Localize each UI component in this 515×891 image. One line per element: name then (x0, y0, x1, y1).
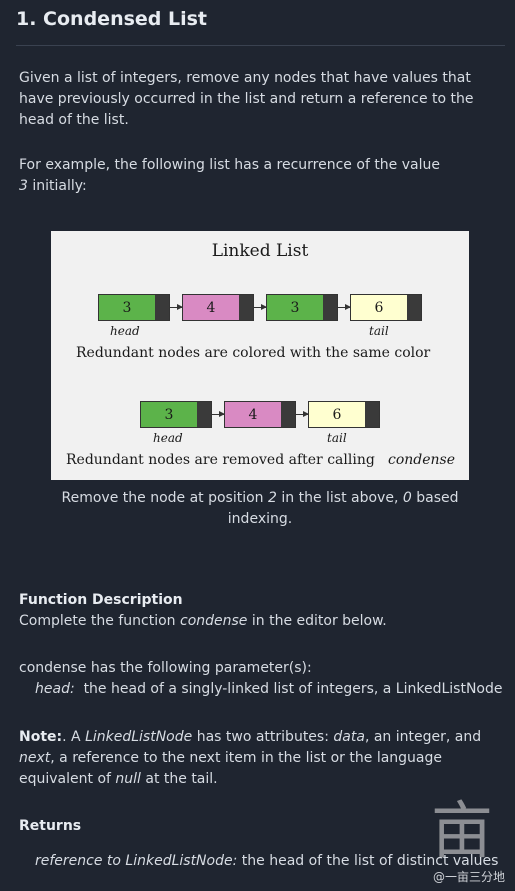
caption-prefix: Remove the node at position (61, 490, 268, 506)
param-name: head: (35, 681, 75, 697)
intro-paragraph: Given a list of integers, remove any nod… (19, 70, 474, 128)
list1-node-2-value: 4 (183, 295, 239, 320)
node-pointer (155, 295, 169, 320)
node-pointer (407, 295, 421, 320)
returns-heading: Returns (19, 818, 82, 834)
list1-node-4: 6 (350, 294, 422, 321)
returns-heading-block: Returns (19, 816, 505, 837)
watermark-logo: 亩 (430, 794, 493, 867)
figure-title: Linked List (211, 241, 309, 261)
example-paragraph: For example, the following list has a re… (19, 155, 505, 197)
note-text: has two attributes: (192, 729, 334, 745)
node-pointer (197, 402, 211, 427)
arrow (295, 411, 309, 417)
parameters-section: condense has the following parameter(s):… (19, 658, 505, 700)
note-label: Note: (19, 729, 63, 745)
watermark-text: @一亩三分地 (432, 870, 505, 884)
title-divider (16, 45, 505, 46)
note-data: data (333, 729, 365, 745)
node-pointer (281, 402, 295, 427)
example-suffix: initially: (27, 178, 87, 194)
note-section: Note:. A LinkedListNode has two attribut… (19, 727, 505, 790)
caption-position: 2 (268, 490, 277, 506)
example-value: 3 (19, 178, 28, 194)
note-text: , a reference to the next item in the li… (19, 750, 442, 787)
example-prefix: For example, the following list has a re… (19, 157, 440, 173)
caption-middle: in the list above, (276, 490, 403, 506)
linked-list-figure: Linked List 3 4 3 6 head tail Redundant … (51, 231, 469, 480)
node-pointer (365, 402, 379, 427)
list1-node-3: 3 (266, 294, 338, 321)
function-description-heading: Function Description (19, 592, 183, 608)
caption-suffix: based indexing. (227, 490, 459, 527)
list1-node-1: 3 (98, 294, 170, 321)
caption-base: 0 (402, 490, 412, 506)
list2-node-3-value: 6 (309, 402, 365, 427)
list2-tail-label: tail (327, 431, 347, 445)
list1-tail-label: tail (369, 324, 389, 338)
function-description-section: Function Description Complete the functi… (19, 590, 505, 632)
note-null: null (115, 771, 141, 787)
list1-node-1-value: 3 (99, 295, 155, 320)
arrow (169, 304, 183, 310)
note-text: , an integer, and (364, 729, 482, 745)
note-next: next (19, 750, 51, 766)
list1-node-3-value: 3 (267, 295, 323, 320)
list1-node-2: 4 (182, 294, 254, 321)
list2-node-3: 6 (308, 401, 380, 428)
arrow (253, 304, 267, 310)
returns-section: reference to LinkedListNode: the head of… (19, 851, 505, 872)
list2-node-1: 3 (140, 401, 212, 428)
fd-fn-name: condense (180, 613, 248, 629)
fd-prefix: Complete the function (19, 613, 180, 629)
arrow (211, 411, 225, 417)
list2-node-2: 4 (224, 401, 296, 428)
list1-node-4-value: 6 (351, 295, 407, 320)
parameters-intro: condense has the following parameter(s): (19, 660, 312, 676)
page-title: 1. Condensed List (16, 8, 208, 30)
list2-node-1-value: 3 (141, 402, 197, 427)
figure-description: Remove the node at position 2 in the lis… (51, 488, 469, 530)
node-pointer (239, 295, 253, 320)
arrow (337, 304, 351, 310)
list2-node-2-value: 4 (225, 402, 281, 427)
figure-caption-1: Redundant nodes are colored with the sam… (76, 345, 431, 361)
note-type: LinkedListNode (85, 729, 193, 745)
note-text: . A (62, 729, 86, 745)
note-text: at the tail. (140, 771, 218, 787)
fd-suffix: in the editor below. (247, 613, 387, 629)
param-desc: the head of a singly-linked list of inte… (74, 681, 503, 697)
node-pointer (323, 295, 337, 320)
figure-caption-2-fn: condense (388, 452, 456, 468)
returns-desc: the head of the list of distinct values (237, 853, 499, 869)
figure-caption-2: Redundant nodes are removed after callin… (66, 452, 375, 468)
list1-head-label: head (110, 324, 140, 338)
returns-type: reference to LinkedListNode: (35, 853, 238, 869)
list2-head-label: head (153, 431, 183, 445)
